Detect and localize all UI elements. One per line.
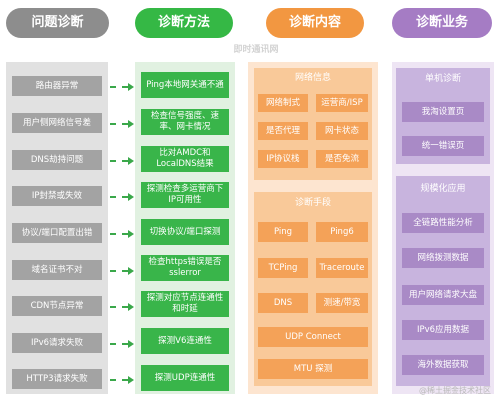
connector-dash xyxy=(110,160,128,162)
connector-dash xyxy=(110,86,128,88)
single-diagnosis-title: 单机诊断 xyxy=(424,74,461,84)
header-problem-diagnosis: 问题诊断 xyxy=(6,8,109,38)
diag-means-item: Ping6 xyxy=(316,222,368,242)
problem-item: 用户侧网络信号差 xyxy=(12,113,102,133)
problem-item: DNS劫持问题 xyxy=(12,150,102,170)
scale-application-item: IPv6应用数据 xyxy=(402,320,484,340)
watermark-logo: 即时通讯网 xyxy=(233,45,279,55)
method-item: 检查https错误是否sslerror xyxy=(141,255,229,281)
method-item: 探测UDP连通性 xyxy=(141,365,229,391)
method-item: 探测对应节点连通性和时延 xyxy=(141,291,229,317)
network-info-item: IP协议栈 xyxy=(258,150,308,168)
connector-dash xyxy=(110,270,128,272)
problem-item: IPv6请求失败 xyxy=(12,333,102,353)
arrow-right-icon xyxy=(128,303,134,311)
diag-means-item: Traceroute xyxy=(316,258,368,278)
header-diagnosis-business: 诊断业务 xyxy=(392,8,492,38)
arrow-right-icon xyxy=(128,267,134,275)
connector-dash xyxy=(110,379,128,381)
network-info-title: 网络信息 xyxy=(294,73,331,83)
arrow-right-icon xyxy=(128,193,134,201)
network-info-item: 网卡状态 xyxy=(316,122,368,140)
header-diagnosis-content: 诊断内容 xyxy=(266,8,364,38)
connector-dash xyxy=(110,306,128,308)
diag-means-title: 诊断手段 xyxy=(294,198,331,208)
problem-item: CDN节点异常 xyxy=(12,296,102,316)
network-info-item: 运营商/ISP xyxy=(316,94,368,112)
scale-application-item: 海外数据获取 xyxy=(402,355,484,375)
diag-means-item: TCPing xyxy=(258,258,308,278)
problem-item: HTTP3请求失败 xyxy=(12,369,102,389)
footer-watermark: @稀土掘金技术社区 xyxy=(419,386,491,395)
method-item: 探测V6连通性 xyxy=(141,328,229,354)
scale-application-item: 网络拨测数据 xyxy=(402,248,484,268)
diag-means-item: DNS xyxy=(258,293,308,313)
scale-application-group xyxy=(396,176,490,386)
problem-item: 域名证书不对 xyxy=(12,260,102,280)
method-item: 切换协议/端口探测 xyxy=(141,219,229,245)
network-info-item: 是否免流 xyxy=(316,150,368,168)
diag-means-item: MTU 探测 xyxy=(258,359,368,379)
diag-means-item: Ping xyxy=(258,222,308,242)
method-item: 检查信号强度、速率、网卡情况 xyxy=(141,109,229,135)
connector-dash xyxy=(110,343,128,345)
arrow-right-icon xyxy=(128,376,134,384)
arrow-right-icon xyxy=(128,230,134,238)
diag-means-item: 测速/带宽 xyxy=(316,293,368,313)
connector-dash xyxy=(110,233,128,235)
problem-item: 路由器异常 xyxy=(12,76,102,96)
method-item: 比对AMDC和LocalDNS结果 xyxy=(141,146,229,172)
single-diagnosis-item: 我淘设置页 xyxy=(402,102,484,122)
connector-dash xyxy=(110,196,128,198)
network-info-item: 是否代理 xyxy=(258,122,308,140)
problem-item: IP封禁或失效 xyxy=(12,186,102,206)
connector-dash xyxy=(110,123,128,125)
problem-item: 协议/端口配置出错 xyxy=(12,223,102,243)
arrow-right-icon xyxy=(128,83,134,91)
scale-application-title: 规模化应用 xyxy=(420,184,466,194)
network-info-item: 网络制式 xyxy=(258,94,308,112)
arrow-right-icon xyxy=(128,120,134,128)
arrow-right-icon xyxy=(128,157,134,165)
header-diagnosis-methods: 诊断方法 xyxy=(135,8,233,38)
diag-means-item: UDP Connect xyxy=(258,327,368,347)
method-item: 探测检查多运营商下IP可用性 xyxy=(141,182,229,208)
scale-application-item: 用户网络请求大盘 xyxy=(402,285,484,305)
scale-application-item: 全链路性能分析 xyxy=(402,213,484,233)
single-diagnosis-item: 统一错误页 xyxy=(402,136,484,156)
method-item: Ping本地网关通不通 xyxy=(141,72,229,98)
arrow-right-icon xyxy=(128,340,134,348)
